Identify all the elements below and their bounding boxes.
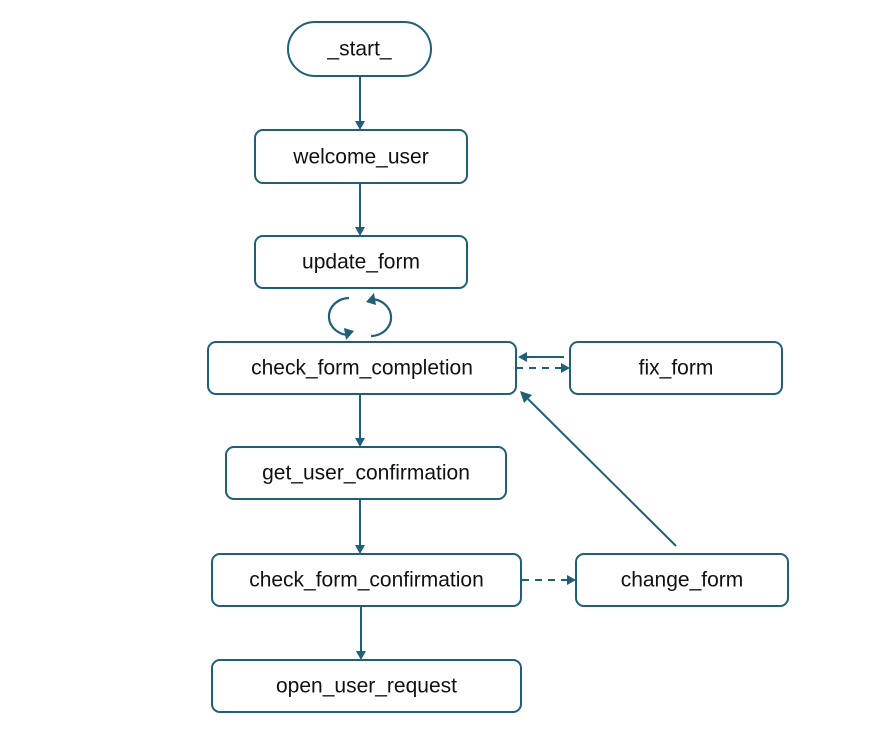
node-welcome-user-label: welcome_user bbox=[292, 146, 428, 169]
node-fix-form-label: fix_form bbox=[639, 357, 714, 380]
node-open-user-request[interactable]: open_user_request bbox=[211, 659, 522, 713]
node-check-form-completion-shape bbox=[207, 341, 517, 395]
node-welcome-user-shape bbox=[254, 129, 468, 184]
node-open-user-request-label: open_user_request bbox=[276, 675, 457, 698]
node-change-form[interactable]: change_form bbox=[575, 553, 789, 607]
arrowhead-welcome-user bbox=[355, 121, 365, 130]
node-check-form-completion-label: check_form_completion bbox=[251, 357, 473, 380]
node-welcome-user[interactable]: welcome_user bbox=[254, 129, 468, 184]
node-start-label: _start_ bbox=[326, 38, 392, 61]
arrowhead-change-form bbox=[567, 575, 576, 585]
refresh-cycle-icon bbox=[327, 293, 393, 340]
node-start-shape bbox=[287, 21, 432, 77]
arrowhead-check-confirmation bbox=[355, 545, 365, 554]
node-update-form-label: update_form bbox=[302, 251, 420, 274]
node-update-form[interactable]: update_form bbox=[254, 235, 468, 289]
node-check-form-confirmation[interactable]: check_form_confirmation bbox=[211, 553, 522, 607]
node-get-user-confirmation-shape bbox=[225, 446, 507, 500]
arrowhead-update-form bbox=[355, 227, 365, 236]
node-check-form-completion[interactable]: check_form_completion bbox=[207, 341, 517, 395]
node-update-form-shape bbox=[254, 235, 468, 289]
arrowhead-open-request bbox=[356, 651, 366, 660]
node-change-form-shape bbox=[575, 553, 789, 607]
edges bbox=[355, 76, 677, 660]
node-fix-form-shape bbox=[569, 341, 783, 395]
edge-change-form-to-completion bbox=[527, 398, 677, 547]
node-check-form-confirmation-label: check_form_confirmation bbox=[249, 569, 484, 592]
loop-arrow-right bbox=[366, 293, 376, 305]
node-open-user-request-shape bbox=[211, 659, 522, 713]
arrowhead-completion-from-fix bbox=[518, 352, 527, 362]
loop-arc-left bbox=[327, 296, 351, 337]
node-fix-form[interactable]: fix_form bbox=[569, 341, 783, 395]
node-start[interactable]: _start_ bbox=[287, 21, 432, 77]
node-change-form-label: change_form bbox=[621, 569, 744, 592]
arrowhead-get-confirmation bbox=[355, 438, 365, 447]
arrowhead-fix-form bbox=[561, 363, 570, 373]
arrowhead-completion-from-change bbox=[520, 391, 532, 403]
node-get-user-confirmation-label: get_user_confirmation bbox=[262, 462, 470, 485]
loop-arc-right bbox=[369, 297, 393, 338]
node-get-user-confirmation[interactable]: get_user_confirmation bbox=[225, 446, 507, 500]
node-check-form-confirmation-shape bbox=[211, 553, 522, 607]
loop-arrow-left bbox=[344, 328, 354, 340]
